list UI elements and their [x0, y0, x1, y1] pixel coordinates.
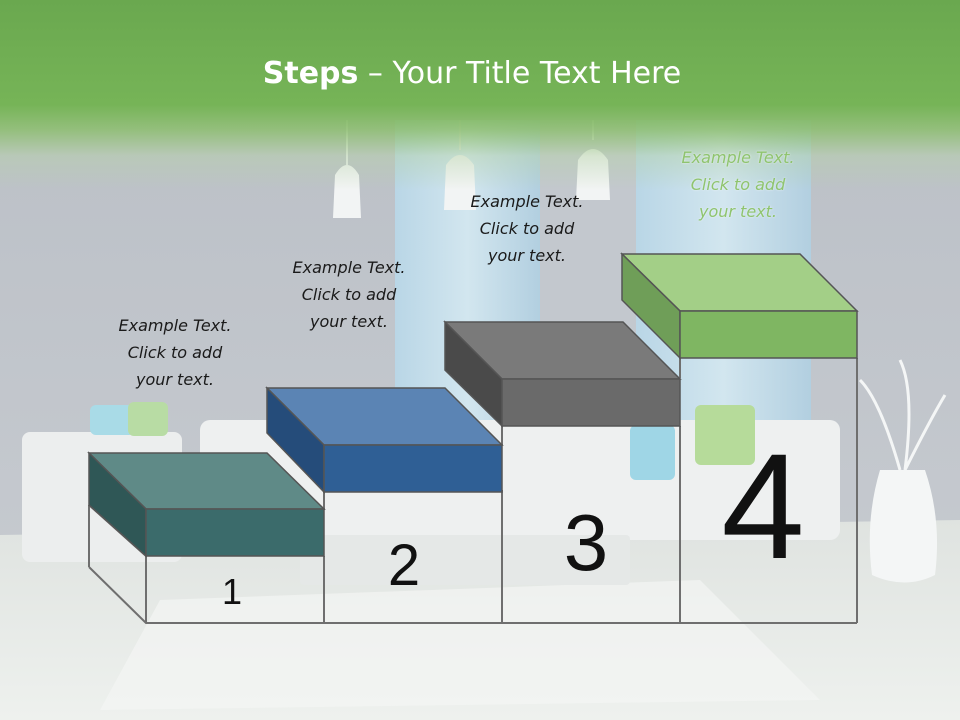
step-1-block[interactable] [87, 451, 326, 558]
caption-line: Example Text. [470, 192, 584, 211]
step-1-caption[interactable]: Example Text. Click to add your text. [75, 312, 275, 393]
step-1-number: 1 [222, 571, 242, 612]
step-3-block[interactable] [443, 320, 682, 428]
step-3-number: 3 [564, 498, 609, 587]
caption-line: your text. [698, 202, 777, 221]
caption-line: Click to add [127, 343, 223, 362]
caption-line: Example Text. [681, 148, 795, 167]
step-3-caption[interactable]: Example Text. Click to add your text. [427, 188, 627, 269]
step-2-block[interactable] [265, 386, 504, 494]
caption-line: Example Text. [118, 316, 232, 335]
slide-title[interactable]: Steps – Your Title Text Here [0, 56, 944, 91]
caption-line: your text. [487, 246, 566, 265]
caption-line: Click to add [479, 219, 575, 238]
caption-line: your text. [135, 370, 214, 389]
title-band [0, 0, 960, 190]
step-2-caption[interactable]: Example Text. Click to add your text. [249, 254, 449, 335]
step-4-block[interactable] [620, 252, 859, 360]
step-4-number: 4 [721, 422, 804, 590]
caption-line: your text. [309, 312, 388, 331]
caption-line: Click to add [301, 285, 397, 304]
step-2-number: 2 [388, 533, 420, 598]
caption-line: Click to add [690, 175, 786, 194]
step-4-caption[interactable]: Example Text. Click to add your text. [638, 144, 838, 225]
slide-title-rest: – Your Title Text Here [358, 56, 682, 91]
caption-line: Example Text. [292, 258, 406, 277]
slide-title-bold: Steps [262, 56, 359, 91]
